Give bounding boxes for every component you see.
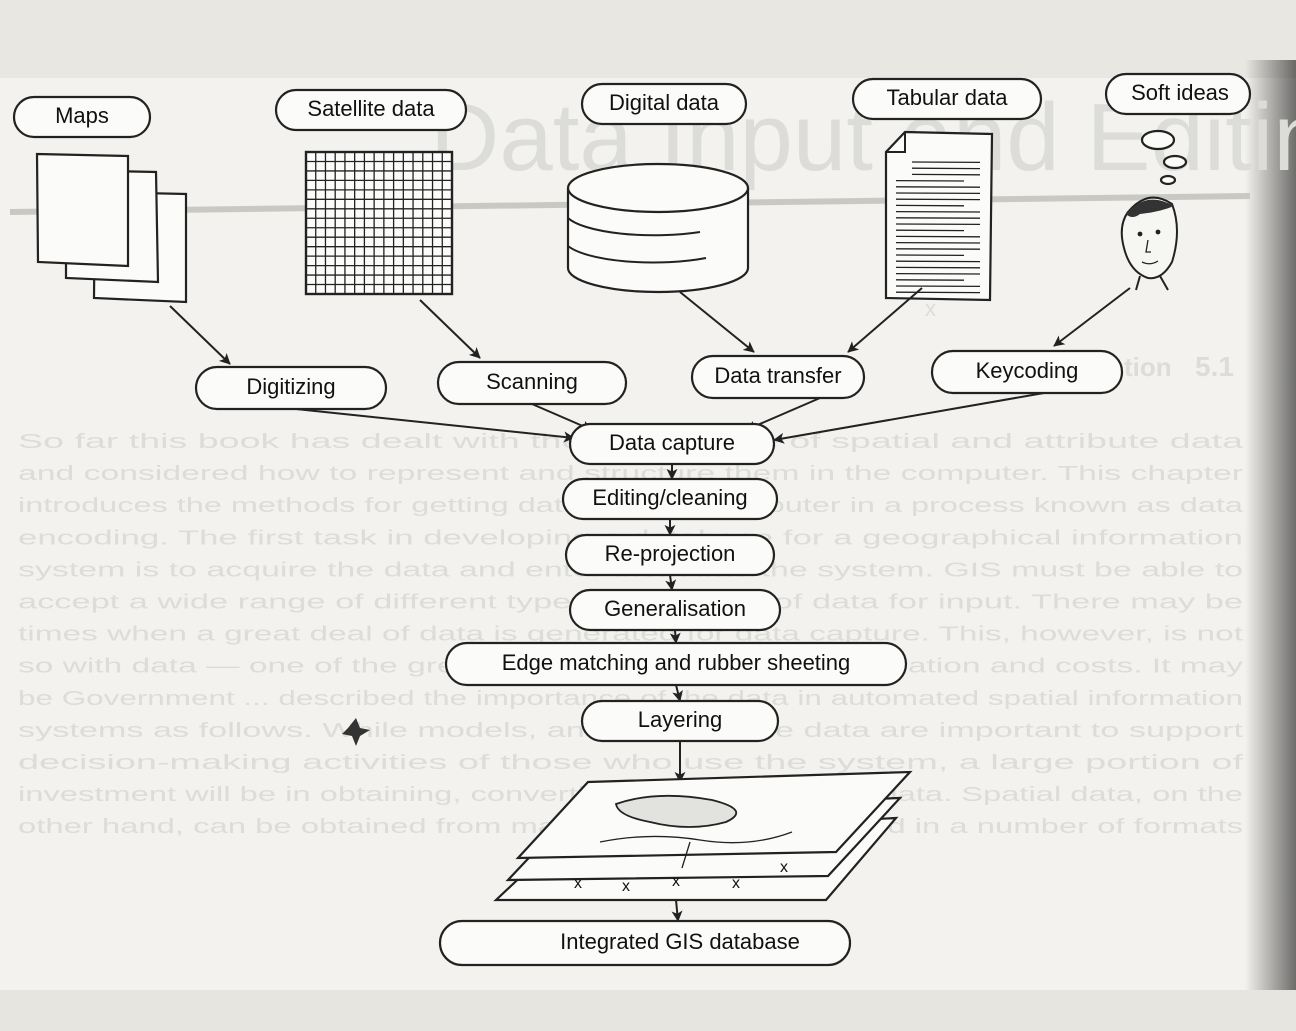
source-label: Satellite data bbox=[307, 96, 435, 121]
source-label: Maps bbox=[55, 103, 109, 128]
layer-point-marker: x bbox=[622, 878, 630, 895]
background-body-line: be Government ... described the importan… bbox=[18, 688, 1243, 710]
method-keycoding-node: Keycoding bbox=[930, 349, 1124, 395]
page-top-edge bbox=[0, 0, 1296, 78]
flow-arrow bbox=[169, 305, 231, 365]
pipeline-step-label: Generalisation bbox=[604, 596, 746, 621]
flow-arrow bbox=[671, 899, 683, 922]
stacked-map-layers-icon: x x x x x bbox=[493, 770, 913, 902]
step-generalisation-node: Generalisation bbox=[568, 588, 782, 632]
flow-arrow bbox=[679, 291, 755, 353]
method-digitizing-node: Digitizing bbox=[194, 365, 388, 411]
page-bottom-edge bbox=[0, 990, 1296, 1031]
background-body-line: decision-making activities of those who … bbox=[18, 752, 1244, 774]
source-soft-ideas-node: Soft ideas bbox=[1104, 72, 1252, 116]
method-label: Scanning bbox=[486, 369, 578, 394]
step-layering-node: Layering bbox=[580, 699, 780, 743]
thinking-person-icon bbox=[1120, 129, 1188, 291]
flow-arrow bbox=[672, 684, 683, 702]
pipeline-step-label: Editing/cleaning bbox=[592, 485, 747, 510]
source-label: Digital data bbox=[609, 90, 720, 115]
output-label: Integrated GIS database bbox=[560, 929, 800, 954]
background-side-marker: x bbox=[925, 296, 936, 321]
source-label: Soft ideas bbox=[1131, 80, 1229, 105]
flow-arrow bbox=[1053, 287, 1131, 347]
step-data-capture-node: Data capture bbox=[568, 422, 776, 466]
pipeline-step-label: Re-projection bbox=[605, 541, 736, 566]
source-digital-node: Digital data bbox=[580, 82, 748, 126]
page-spine-shadow bbox=[1245, 60, 1296, 1031]
pipeline-step-label: Edge matching and rubber sheeting bbox=[502, 650, 851, 675]
step-re-projection-node: Re-projection bbox=[564, 533, 776, 577]
layer-point-marker: x bbox=[574, 875, 582, 892]
flow-arrow bbox=[669, 629, 681, 644]
stacked-pages-icon bbox=[35, 152, 188, 304]
database-cylinder-icon bbox=[566, 162, 750, 294]
flow-arrow bbox=[847, 287, 923, 353]
background-body-line: and considered how to represent and stru… bbox=[18, 463, 1244, 485]
flow-arrow bbox=[419, 299, 481, 359]
layer-point-marker: x bbox=[732, 875, 740, 892]
raster-grid-icon bbox=[304, 150, 454, 296]
layer-point-marker: x bbox=[672, 873, 680, 890]
flow-arrow bbox=[295, 408, 575, 443]
method-data-transfer-node: Data transfer bbox=[690, 354, 866, 400]
method-scanning-node: Scanning bbox=[436, 360, 628, 406]
method-label: Keycoding bbox=[976, 358, 1079, 383]
pipeline-step-label: Data capture bbox=[609, 430, 735, 455]
step-editing-cleaning-node: Editing/cleaning bbox=[561, 477, 779, 521]
flow-arrow bbox=[665, 574, 677, 591]
flow-arrow bbox=[773, 392, 1045, 444]
source-tabular-node: Tabular data bbox=[851, 77, 1043, 121]
pipeline-step-label: Layering bbox=[638, 707, 722, 732]
layer-point-marker: x bbox=[780, 859, 788, 876]
method-label: Digitizing bbox=[246, 374, 335, 399]
background-section-marker: 5.1 bbox=[1195, 351, 1234, 382]
method-label: Data transfer bbox=[714, 363, 841, 388]
source-satellite-node: Satellite data bbox=[274, 88, 468, 132]
background-body-line: times when a great deal of data is gener… bbox=[18, 624, 1244, 646]
source-maps-node: Maps bbox=[12, 95, 152, 139]
output-gis-database-node: Integrated GIS database bbox=[438, 919, 852, 967]
text-document-icon bbox=[884, 130, 994, 302]
step-edge-matching-node: Edge matching and rubber sheeting bbox=[444, 641, 908, 687]
source-label: Tabular data bbox=[886, 85, 1008, 110]
ink-smudge bbox=[342, 718, 370, 746]
